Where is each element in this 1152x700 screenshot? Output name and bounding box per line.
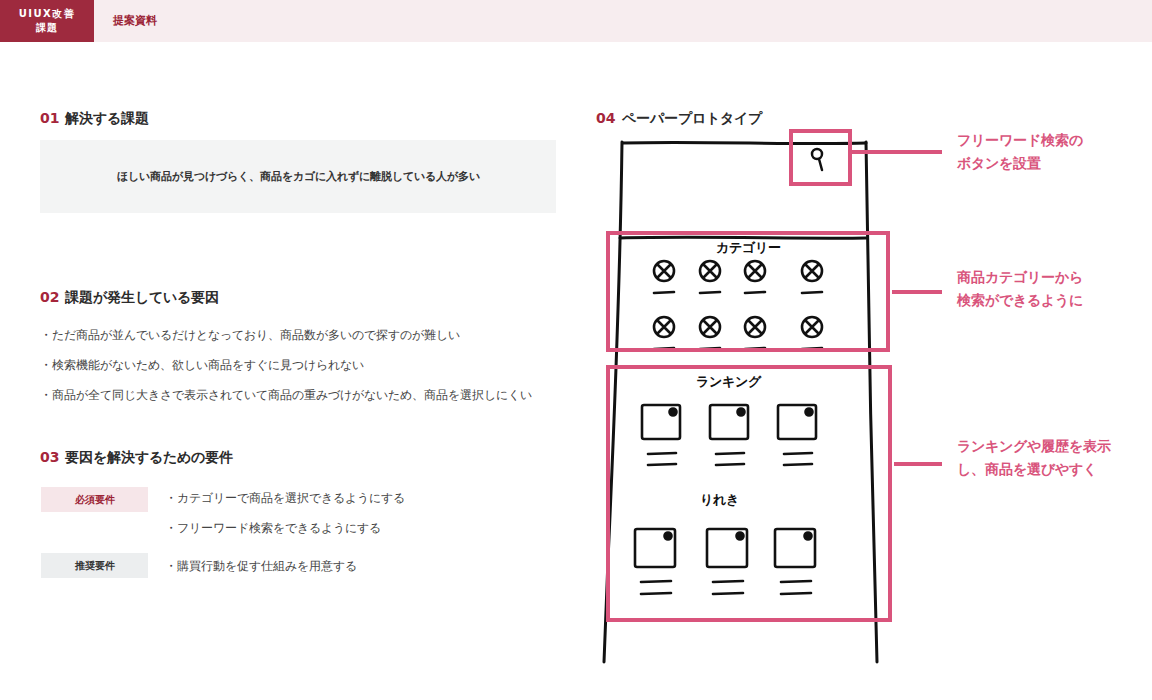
product-caption-line: [641, 581, 671, 582]
problem-text: ほしい商品が見つけづらく、商品をカゴに入れずに離脱している人が多い: [117, 169, 480, 184]
callout-text: ランキングや履歴を表示 し、商品を選びやすく: [957, 435, 1119, 481]
category-icon: [745, 317, 765, 337]
category-icon: [749, 321, 761, 333]
category-icon: [654, 317, 674, 337]
product-caption-line: [781, 593, 811, 594]
phone-outline: [866, 142, 877, 662]
category-icon: [704, 265, 716, 277]
category-icon: [658, 321, 670, 333]
problem-box: ほしい商品が見つけづらく、商品をカゴに入れずに離脱している人が多い: [40, 140, 556, 213]
product-caption-line: [713, 593, 743, 594]
doc-type: 提案資料: [113, 13, 157, 28]
section-number: 02: [40, 287, 59, 307]
bullet-text: ・カテゴリーで商品を選択できるようにする: [165, 490, 405, 506]
bullet-text: ・フリーワード検索をできるようにする: [165, 520, 381, 536]
callout-text: フリーワード検索の ボタンを設置: [957, 129, 1091, 175]
search-icon: [819, 159, 822, 170]
product-thumb: [642, 405, 680, 439]
section-number: 03: [40, 447, 59, 467]
favorite-mark: [737, 533, 744, 540]
highlight-box: [791, 131, 850, 184]
category-icon: [700, 261, 720, 281]
favorite-mark: [670, 409, 677, 416]
bullet-text: ・商品が全て同じ大きさで表示されていて商品の重みづけがないため、商品を選択しにく…: [40, 387, 532, 403]
product-caption-line: [713, 581, 743, 582]
product-caption-line: [648, 453, 676, 454]
category-icon: [654, 261, 674, 281]
callout-text: 商品カテゴリーから 検索ができるように: [957, 266, 1091, 312]
category-icon: [749, 265, 761, 277]
bullet-text: ・ただ商品が並んでいるだけとなっており、商品数が多いので探すのが難しい: [40, 327, 460, 343]
section-heading: ペーパープロトタイプ: [622, 108, 762, 128]
product-caption-line: [641, 593, 671, 594]
category-section: カテゴリー: [606, 231, 890, 352]
product-caption-line: [784, 464, 812, 465]
category-caption-line: [745, 292, 765, 293]
leader-line: [894, 462, 942, 466]
recommended-tag: 推奨要件: [41, 553, 148, 578]
leader-line: [852, 150, 942, 154]
product-caption-line: [648, 464, 676, 465]
bullet-text: ・購買行動を促す仕組みを用意する: [165, 558, 357, 574]
favorite-mark: [806, 409, 813, 416]
search-icon: [812, 149, 822, 159]
category-icon: [806, 321, 818, 333]
ranking-section: ランキングりれき: [606, 365, 892, 622]
product-caption-line: [781, 581, 811, 582]
product-thumb: [775, 529, 815, 567]
product-caption-line: [784, 453, 812, 454]
section-heading: 課題が発生している要因: [65, 287, 219, 307]
category-icon: [704, 321, 716, 333]
bullet-text: ・検索機能がないため、欲しい商品をすぐに見つけられない: [40, 357, 364, 373]
sketch-heading: カテゴリー: [610, 239, 886, 257]
tab-label: UIUX改善 課題: [17, 7, 77, 35]
product-thumb: [707, 529, 747, 567]
product-caption-line: [716, 464, 744, 465]
section-heading: 解決する課題: [65, 108, 149, 128]
section-number: 04: [596, 108, 615, 128]
header-band: UIUX改善 課題 提案資料: [0, 0, 1152, 42]
category-icon: [700, 317, 720, 337]
sketch-heading: りれき: [700, 491, 739, 509]
category-icon: [658, 265, 670, 277]
product-caption-line: [716, 453, 744, 454]
category-caption-line: [700, 292, 720, 293]
leader-line: [892, 290, 942, 294]
required-tag: 必須要件: [41, 487, 148, 512]
sketch-heading: ランキング: [696, 373, 761, 391]
product-thumb: [778, 405, 816, 439]
tag-text: 推奨要件: [75, 559, 115, 573]
category-icon: [745, 261, 765, 281]
favorite-mark: [665, 533, 672, 540]
favorite-mark: [805, 533, 812, 540]
category-icon: [806, 265, 818, 277]
header-tab: UIUX改善 課題: [0, 0, 94, 42]
header-divider: [620, 236, 866, 240]
category-caption-line: [654, 292, 674, 293]
product-thumb: [710, 405, 748, 439]
tag-text: 必須要件: [75, 493, 115, 507]
product-thumb: [635, 529, 675, 567]
category-caption-line: [802, 292, 822, 293]
category-icon: [802, 261, 822, 281]
section-heading: 要因を解決するための要件: [65, 447, 233, 467]
section-number: 01: [40, 108, 59, 128]
phone-outline: [623, 142, 866, 143]
favorite-mark: [738, 409, 745, 416]
category-icon: [802, 317, 822, 337]
